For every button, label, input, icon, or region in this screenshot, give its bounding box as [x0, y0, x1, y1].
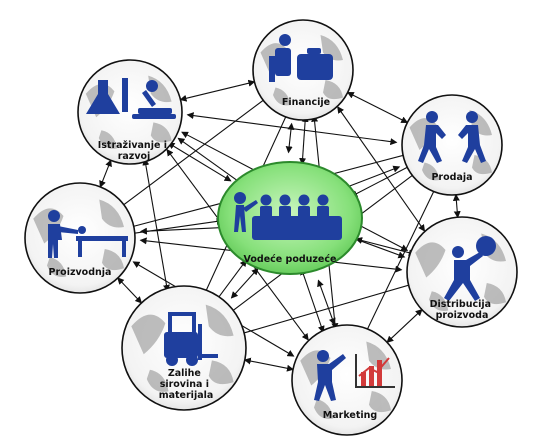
node-distribucija [406, 216, 518, 328]
carrier-icon [444, 236, 496, 301]
worker-icon [48, 210, 128, 258]
arrow-prodaja-distribucija [452, 193, 461, 219]
bar-chart-icon [355, 354, 395, 388]
presentation-icon [314, 350, 395, 401]
arrow-distribucija-marketing [386, 309, 423, 343]
arrow-center-financije-1 [299, 114, 309, 166]
finance-icon [269, 34, 333, 82]
world-map-icon [131, 304, 234, 392]
handshake-icon [418, 111, 486, 163]
arrow-center-financije-0 [285, 122, 295, 154]
arrow-center-zalihe-0 [214, 259, 247, 304]
bubbles-layer [24, 19, 518, 436]
node-label-financije: Financije [282, 97, 330, 108]
meeting-icon [234, 192, 342, 240]
node-marketing [291, 324, 403, 436]
arrow-center-marketing-1 [317, 279, 336, 326]
arrow-zalihe-proizvodnja [117, 277, 143, 304]
arrow-financije-prodaja [346, 92, 409, 123]
arrow-center-marketing-0 [300, 267, 325, 333]
node-label-marketing: Marketing [323, 410, 377, 421]
arrow-center-distribucija-1 [355, 237, 416, 257]
arrow-distribucija-zalihe-0 [236, 281, 417, 337]
arrow-center-proizvodnja-0 [127, 217, 224, 237]
node-label-proizvodnja: Proizvodnja [49, 267, 112, 278]
node-label-istrazivanje: Istraživanje i razvoj [98, 140, 171, 162]
forklift-icon [164, 312, 218, 366]
node-proizvodnja [24, 182, 136, 294]
arrow-center-zalihe-1 [230, 267, 259, 299]
node-label-prodaja: Prodaja [431, 172, 472, 183]
arrow-istrazivanje-financije [179, 79, 256, 102]
arrow-center-prodaja-1 [350, 163, 415, 197]
center-label: Vodeće poduzeće [244, 254, 337, 265]
node-financije [252, 19, 354, 121]
center-node: Vodeće poduzeće [217, 161, 363, 275]
arrow-proizvodnja-istrazivanje [99, 159, 112, 188]
laboratory-icon [86, 78, 176, 119]
node-prodaja [401, 94, 503, 196]
node-label-zalihe: Zalihe sirovina i materijala [159, 368, 214, 401]
arrow-center-istrazivanje-0 [167, 142, 232, 182]
node-istrazivanje [77, 59, 183, 165]
arrow-marketing-zalihe [243, 357, 294, 372]
labels-layer: Financije Istraživanje i razvoj Prodaja … [49, 97, 495, 421]
node-label-distribucija: Distribucija proizvoda [430, 299, 495, 321]
node-zalihe [121, 285, 247, 411]
